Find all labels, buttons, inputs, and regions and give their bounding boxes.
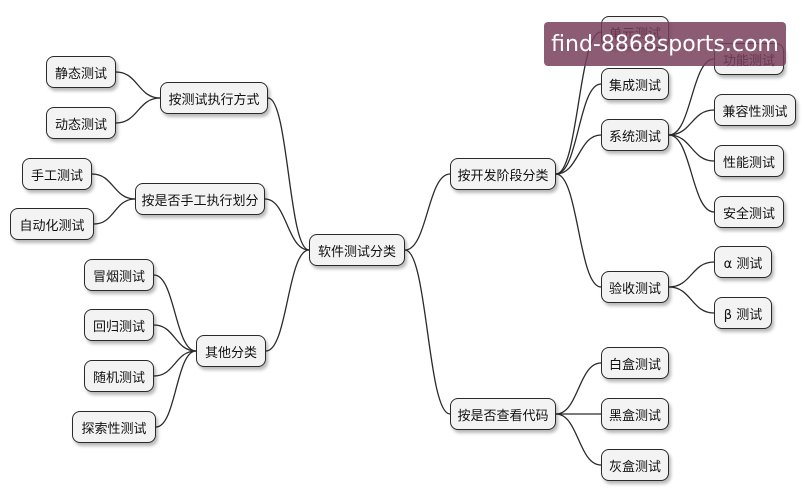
node-label: 系统测试 (608, 129, 661, 145)
node-gray: 灰盒测试 (601, 449, 669, 481)
node-auto: 自动化测试 (10, 208, 94, 240)
node-by-manual: 按是否手工执行划分 (135, 183, 265, 215)
node-label: α 测试 (723, 256, 763, 272)
connector-line (91, 173, 136, 200)
node-label: 其他分类 (204, 345, 257, 361)
connector-line (155, 350, 197, 428)
connector-line (93, 198, 136, 225)
node-accept: 验收测试 (601, 271, 669, 303)
connector-line (668, 109, 715, 136)
node-integ: 集成测试 (601, 68, 669, 100)
connector-line (668, 286, 715, 314)
node-label: 静态测试 (54, 66, 107, 82)
node-compat: 兼容性测试 (714, 94, 796, 126)
node-label: 冒烟测试 (92, 269, 145, 285)
node-label: 安全测试 (722, 206, 775, 222)
node-label: 回归测试 (92, 319, 145, 335)
connector-line (265, 249, 310, 352)
connector-line (404, 173, 451, 251)
node-label: 软件测试分类 (317, 244, 396, 260)
node-label: 按开发阶段分类 (457, 168, 549, 184)
connector-line (153, 324, 197, 352)
node-label: 按是否查看代码 (457, 408, 549, 424)
node-random: 随机测试 (84, 360, 154, 392)
connector-line (555, 134, 602, 175)
node-label: 按是否手工执行划分 (141, 193, 259, 209)
node-white: 白盒测试 (601, 347, 669, 379)
node-label: β 测试 (723, 307, 763, 323)
connector-line (404, 249, 451, 415)
connector-line (555, 413, 602, 466)
watermark-text: find-8868sports.com (551, 31, 779, 57)
node-label: 白盒测试 (608, 357, 661, 373)
connector-line (668, 134, 715, 213)
connector-line (668, 58, 715, 136)
node-label: 探索性测试 (81, 421, 147, 437)
node-other: 其他分类 (196, 335, 266, 367)
node-perf: 性能测试 (714, 145, 784, 177)
node-root: 软件测试分类 (309, 234, 405, 266)
node-sec: 安全测试 (714, 196, 784, 228)
connector-line (555, 83, 602, 175)
node-label: 动态测试 (54, 117, 107, 133)
node-beta: β 测试 (714, 297, 772, 329)
node-label: 自动化测试 (19, 218, 85, 234)
node-label: 性能测试 (722, 155, 775, 171)
node-label: 随机测试 (92, 370, 145, 386)
connector-line (153, 350, 197, 377)
node-label: 按测试执行方式 (168, 92, 260, 108)
watermark-banner: find-8868sports.com (544, 22, 786, 66)
node-by-code: 按是否查看代码 (450, 398, 556, 430)
node-label: 灰盒测试 (608, 459, 661, 475)
node-explore: 探索性测试 (72, 411, 156, 443)
node-label: 兼容性测试 (722, 104, 788, 120)
node-by-exec: 按测试执行方式 (160, 82, 268, 114)
node-label: 集成测试 (608, 78, 661, 94)
connector-line (668, 261, 715, 288)
node-label: 验收测试 (608, 281, 661, 297)
connector-line (555, 362, 602, 415)
node-label: 手工测试 (30, 168, 83, 184)
connector-line (153, 274, 197, 352)
connector-line (264, 198, 310, 251)
node-dynamic: 动态测试 (46, 107, 116, 139)
connector-line (267, 97, 310, 251)
node-by-stage: 按开发阶段分类 (450, 158, 556, 190)
connector-line (115, 71, 161, 99)
node-static: 静态测试 (46, 56, 116, 88)
node-regress: 回归测试 (84, 309, 154, 341)
node-manual: 手工测试 (22, 158, 92, 190)
node-smoke: 冒烟测试 (84, 259, 154, 291)
node-black: 黑盒测试 (601, 398, 669, 430)
connector-line (555, 173, 602, 288)
connector-line (115, 97, 161, 124)
node-alpha: α 测试 (714, 246, 772, 278)
connector-line (668, 134, 715, 162)
node-label: 黑盒测试 (608, 408, 661, 424)
node-system: 系统测试 (601, 119, 669, 151)
